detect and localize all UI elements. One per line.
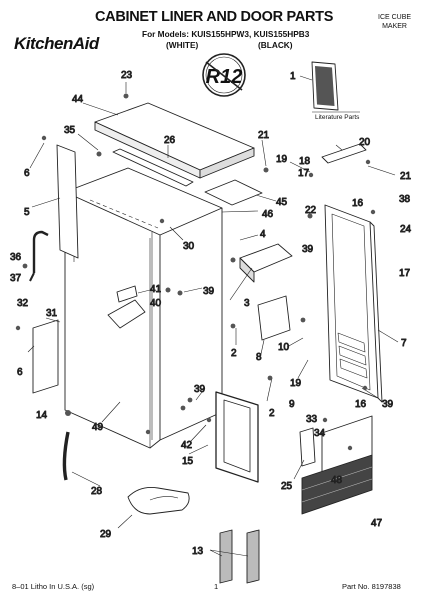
door-gasket-part [215, 391, 259, 483]
callout-c8: 8 [256, 352, 262, 363]
callout-c37: 37 [10, 273, 22, 284]
insulation-pad-part [204, 179, 263, 206]
callout-c29: 29 [100, 529, 112, 540]
callout-c30: 30 [183, 241, 195, 252]
literature-parts-icon [311, 61, 360, 113]
handle-rod-part [32, 230, 49, 273]
callout-c3: 3 [244, 298, 250, 309]
callout-c20: 20 [359, 137, 371, 148]
side-panel-part [56, 144, 79, 259]
kick-plate-part [301, 415, 373, 515]
leader-lines [27, 75, 399, 557]
callout-c45: 45 [276, 197, 288, 208]
callout-c6a: 6 [24, 168, 30, 179]
screws [15, 93, 376, 451]
hinge-plate-part [299, 427, 316, 467]
drain-tube-part [62, 431, 70, 481]
callout-c14: 14 [36, 410, 48, 421]
callout-c5: 5 [24, 207, 30, 218]
model-numbers: For Models: KUIS155HPW3, KUIS155HPB3 [142, 29, 310, 39]
callout-c38: 38 [399, 194, 411, 205]
variant-black: (BLACK) [258, 40, 293, 50]
callout-c16b: 16 [355, 399, 367, 410]
callout-c23: 23 [121, 70, 133, 81]
callout-c10: 10 [278, 342, 290, 353]
callout-c21b: 21 [400, 171, 412, 182]
callout-c6b: 6 [17, 367, 23, 378]
trim-strip-part [112, 148, 194, 187]
callout-c36: 36 [10, 252, 22, 263]
callout-c46: 46 [262, 209, 274, 220]
callout-c19a: 19 [276, 154, 288, 165]
callout-c39d: 39 [382, 399, 394, 410]
callout-c7: 7 [401, 338, 407, 349]
callout-c18: 18 [299, 156, 311, 167]
callout-c28: 28 [91, 486, 103, 497]
bracket-40-part [107, 299, 146, 329]
trim-13b-part [246, 529, 260, 584]
page-title: CABINET LINER AND DOOR PARTS [95, 9, 334, 25]
bracket-panel-part [32, 319, 59, 394]
callout-c39b: 39 [203, 286, 215, 297]
callout-c35: 35 [64, 125, 76, 136]
callout-c31: 31 [46, 308, 58, 319]
footer-litho: 8–01 Litho In U.S.A. (sg) [12, 582, 95, 591]
callout-c17: 17 [298, 168, 310, 179]
callout-c49: 49 [92, 422, 104, 433]
callout-c4: 4 [260, 229, 266, 240]
variant-white: (WHITE) [166, 40, 199, 50]
callout-c21a: 21 [258, 130, 270, 141]
cabinet-liner-part [64, 167, 223, 449]
category-label: ICE CUBE MAKER [378, 13, 411, 31]
callout-c2b: 2 [269, 408, 275, 419]
callout-c22: 22 [305, 205, 317, 216]
callout-c19b: 19 [290, 378, 302, 389]
callout-c41: 41 [150, 284, 162, 295]
category-line-2: MAKER [382, 23, 407, 30]
callout-c42: 42 [181, 440, 193, 451]
callout-c47: 47 [371, 518, 383, 529]
hinge-bar-part [321, 143, 367, 164]
callout-c9: 9 [289, 399, 295, 410]
callout-c2a: 2 [231, 348, 237, 359]
callout-c32: 32 [17, 298, 29, 309]
callout-c26: 26 [164, 135, 176, 146]
r12-seal-icon: R12 [202, 53, 246, 97]
bracket-41-part [116, 285, 138, 303]
bracket-8-part [257, 295, 291, 341]
callout-c39a: 39 [302, 244, 314, 255]
callout-c1: 1 [290, 71, 296, 82]
callout-c48: 48 [331, 475, 343, 486]
callout-c17b: 17 [399, 268, 411, 279]
callout-numbers: 23 44 1 35 26 21 20 19 18 17 21 6 16 38 … [10, 70, 412, 558]
footer-part-number: Part No. 8197838 [342, 582, 401, 591]
callout-c16a: 16 [352, 198, 364, 209]
callout-c15: 15 [182, 456, 194, 467]
callout-c25: 25 [281, 481, 293, 492]
brand-logo: KitchenAid [14, 34, 99, 53]
callout-c39c: 39 [194, 384, 206, 395]
callout-c24: 24 [400, 224, 412, 235]
ice-scoop-part [127, 486, 190, 515]
footer-page-number: 1 [214, 582, 219, 591]
top-cover-part [94, 102, 255, 179]
callout-c13: 13 [192, 546, 204, 557]
category-line-1: ICE CUBE [378, 14, 412, 21]
literature-parts-label: Literature Parts [315, 114, 360, 121]
trim-13a-part [219, 529, 233, 584]
callout-c44: 44 [72, 94, 84, 105]
callout-c34: 34 [314, 428, 326, 439]
callout-c40: 40 [150, 298, 162, 309]
callout-c33: 33 [306, 414, 318, 425]
door-panel-part [324, 204, 383, 403]
